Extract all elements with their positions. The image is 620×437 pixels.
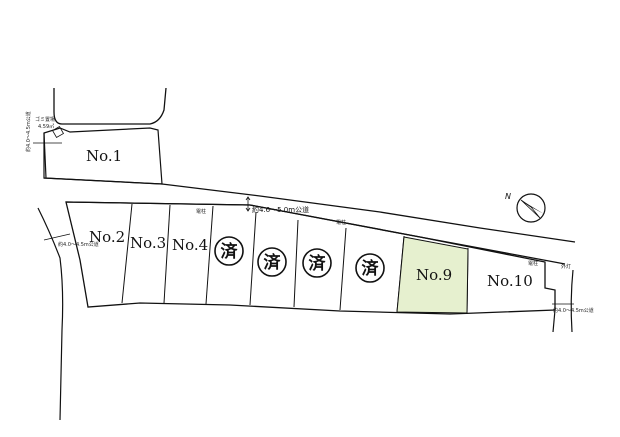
lot-3-label[interactable]: No.3	[130, 234, 166, 252]
east-road-edge-left	[552, 309, 556, 333]
divider-2-3	[121, 203, 133, 304]
compass-needle-tail-icon	[520, 199, 541, 219]
lot-9-label[interactable]: No.9	[416, 266, 452, 284]
compass-ring-icon	[516, 193, 546, 223]
main-road-width-arrowheads	[245, 196, 251, 212]
lot-1-label[interactable]: No.1	[86, 147, 122, 165]
lot-2-label[interactable]: No.2	[89, 228, 125, 246]
garbage-area-marker	[51, 125, 65, 139]
divider-7-8	[339, 227, 347, 311]
garbage-area-size: 4.59㎡	[38, 123, 54, 130]
lot-8-sold-badge[interactable]: 済	[355, 253, 385, 283]
lot-5-sold-badge[interactable]: 済	[214, 236, 244, 266]
subdivision-boundary	[65, 201, 556, 315]
utility-pole-3: 電柱	[528, 260, 538, 267]
e-side-road-label: 約4.0～4.5m公道	[553, 307, 594, 314]
east-road-edge-right	[570, 269, 574, 333]
lot-9-area[interactable]	[396, 236, 469, 314]
divider-5-6	[249, 211, 257, 306]
lot-4-label[interactable]: No.4	[172, 236, 208, 254]
divider-6-7	[293, 219, 299, 308]
sold-mark: 済	[309, 253, 327, 274]
divider-3-4	[163, 204, 171, 304]
utility-pole-2: 電柱	[336, 219, 346, 226]
street-light: 外灯	[561, 263, 571, 270]
utility-pole-1: 電柱	[196, 208, 206, 215]
lot-6-sold-badge[interactable]: 済	[257, 247, 287, 277]
north-road-edge-west	[53, 87, 167, 125]
lot-7-sold-badge[interactable]: 済	[302, 248, 332, 278]
sold-mark: 済	[264, 252, 282, 273]
lot-1-left-edge	[43, 132, 47, 179]
lot-10-label[interactable]: No.10	[487, 272, 533, 290]
w-road-width-arrow	[43, 233, 71, 241]
north-compass: N	[505, 192, 546, 223]
divider-4-5	[205, 205, 214, 305]
sold-mark: 済	[221, 241, 239, 262]
main-road-label: 約4.6～5.0m公道	[252, 205, 309, 214]
garbage-area-label: ゴミ置場	[35, 116, 55, 123]
west-road-edge-outer	[37, 207, 64, 421]
nw-side-road-label: 約4.0～4.5m公道	[25, 111, 32, 152]
compass-north-label: N	[505, 192, 511, 201]
main-road-north-edge	[43, 177, 576, 243]
sold-mark: 済	[362, 258, 380, 279]
w-side-road-label: 約4.0～4.5m公道	[58, 241, 99, 248]
compass-needle-icon	[521, 200, 544, 214]
